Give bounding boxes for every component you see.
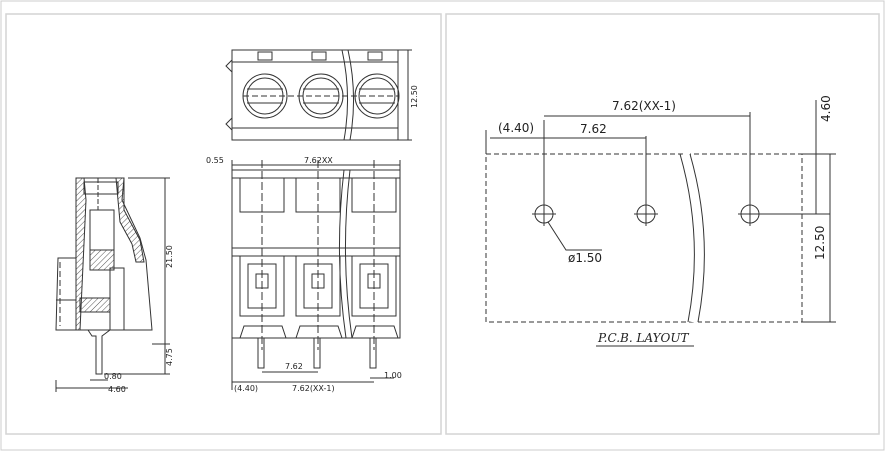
- right-panel-frame: [445, 13, 880, 435]
- pcb-dim-pitch-total: 7.62(XX-1): [612, 99, 676, 113]
- dim-offset: (4.40): [234, 384, 258, 393]
- top-view: [225, 49, 412, 141]
- pcb-dim-offset: (4.40): [498, 121, 534, 135]
- dim-pitch-bottom: 7.62: [285, 362, 303, 371]
- pcb-layout-title: P.C.B. LAYOUT: [597, 331, 689, 345]
- side-section-view: [55, 177, 170, 392]
- dim-height-side: 21.50: [165, 245, 174, 268]
- front-view: [231, 160, 401, 390]
- pcb-layout-view: [485, 100, 836, 347]
- dim-pin-length: 4.75: [165, 348, 174, 366]
- pcb-dim-pitch: 7.62: [580, 122, 607, 136]
- dim-height-top-view: 12.50: [410, 85, 419, 108]
- dim-pitch-top: 7.62XX: [304, 156, 333, 165]
- pcb-dim-hole: ø1.50: [568, 251, 602, 265]
- left-panel-frame: [5, 13, 442, 435]
- dim-pin-thickness: 1.00: [384, 371, 402, 380]
- dim-base-depth: 4.60: [108, 385, 126, 394]
- pcb-dim-height: 12.50: [813, 226, 827, 260]
- dim-pin-width: 0.80: [104, 372, 122, 381]
- dim-spacing-top: 0.55: [206, 156, 224, 165]
- dim-pitch-total: 7.62(XX-1): [292, 384, 335, 393]
- pcb-dim-edge: 4.60: [819, 95, 833, 122]
